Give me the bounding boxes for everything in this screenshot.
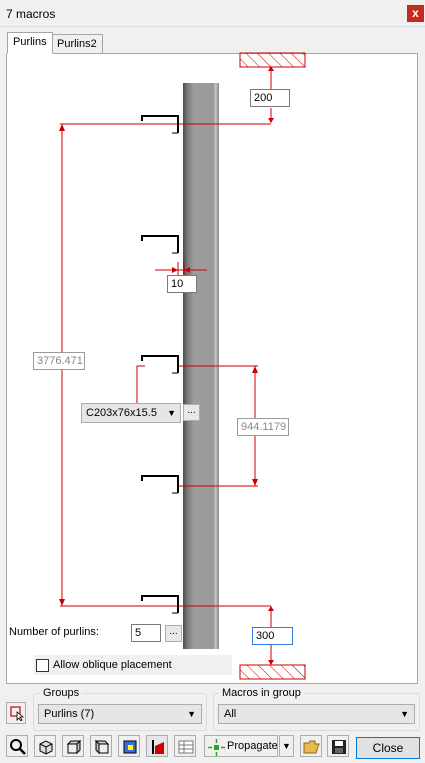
macros-in-group-box [213,693,420,731]
macros-in-group-dropdown[interactable]: All ▼ [218,704,415,724]
table-button[interactable] [174,735,196,757]
profile-browse-button[interactable]: ... [183,404,200,421]
allow-oblique-label: Allow oblique placement [53,659,172,671]
chevron-down-icon: ▼ [282,741,291,751]
tab-purlins[interactable]: Purlins [7,32,53,54]
allow-oblique-row: Allow oblique placement [34,655,232,675]
folder-open-icon [303,740,320,754]
highlight-icon [123,740,137,754]
purlin-4 [141,475,179,494]
groups-selected: Purlins (7) [44,708,95,720]
total-span-value: 3776.471 [33,352,85,370]
profile-combo[interactable]: C203x76x15.5 ▼ [81,403,181,423]
title-bar: 7 macros x [0,0,425,27]
view-iso-button[interactable] [34,735,56,757]
top-support-hatch [239,52,306,68]
macros-in-group-selected: All [224,708,237,720]
bottom-offset-input[interactable]: 300 [252,627,293,645]
propagate-button[interactable]: Propagate [204,735,278,757]
cube-front-icon [66,739,82,755]
view-side-button[interactable] [90,735,112,757]
groups-title: Groups [40,687,83,699]
number-of-purlins-input[interactable]: 5 [131,624,161,642]
table-icon [178,740,194,754]
select-macro-button[interactable] [6,702,26,724]
macros-in-group-title: Macros in group [219,687,304,699]
number-of-purlins-button[interactable]: ... [165,625,182,642]
close-button[interactable]: Close [356,737,420,759]
magnifier-icon [10,739,26,755]
purlin-1 [141,115,179,134]
cube-iso-icon [39,740,53,755]
tab-purlins2[interactable]: Purlins2 [51,34,103,54]
highlight-button[interactable] [118,735,140,757]
chevron-down-icon: ▼ [187,709,196,719]
number-of-purlins-label: Number of purlins: [9,626,99,638]
purlin-drawing [59,52,306,680]
cursor-select-icon [10,706,25,721]
propagate-icon [208,739,225,756]
chevron-down-icon: ▼ [167,408,176,418]
connection-icon [152,740,164,754]
floppy-disk-icon [332,740,346,754]
close-window-button[interactable]: x [407,5,424,22]
groups-box [33,693,207,731]
spacing-value: 944.1179 [237,418,289,436]
profile-value: C203x76x15.5 [86,407,157,419]
chevron-down-icon: ▼ [400,709,409,719]
save-button[interactable] [327,735,349,757]
zoom-model-button[interactable] [6,735,28,757]
close-icon: x [412,6,419,20]
gap-input[interactable]: 10 [167,275,197,293]
allow-oblique-checkbox[interactable] [36,659,49,672]
cube-side-icon [94,739,110,755]
view-front-button[interactable] [62,735,84,757]
propagate-dropdown-button[interactable]: ▼ [279,735,294,757]
connection-button[interactable] [146,735,168,757]
bottom-support-hatch [239,664,306,680]
purlin-2 [141,235,179,254]
open-button[interactable] [300,735,322,757]
top-offset-input[interactable]: 200 [250,89,290,107]
propagate-label: Propagate [227,740,278,752]
window-title: 7 macros [6,7,56,21]
purlin-3 [141,355,179,374]
groups-dropdown[interactable]: Purlins (7) ▼ [38,704,202,724]
purlin-5 [141,595,179,614]
